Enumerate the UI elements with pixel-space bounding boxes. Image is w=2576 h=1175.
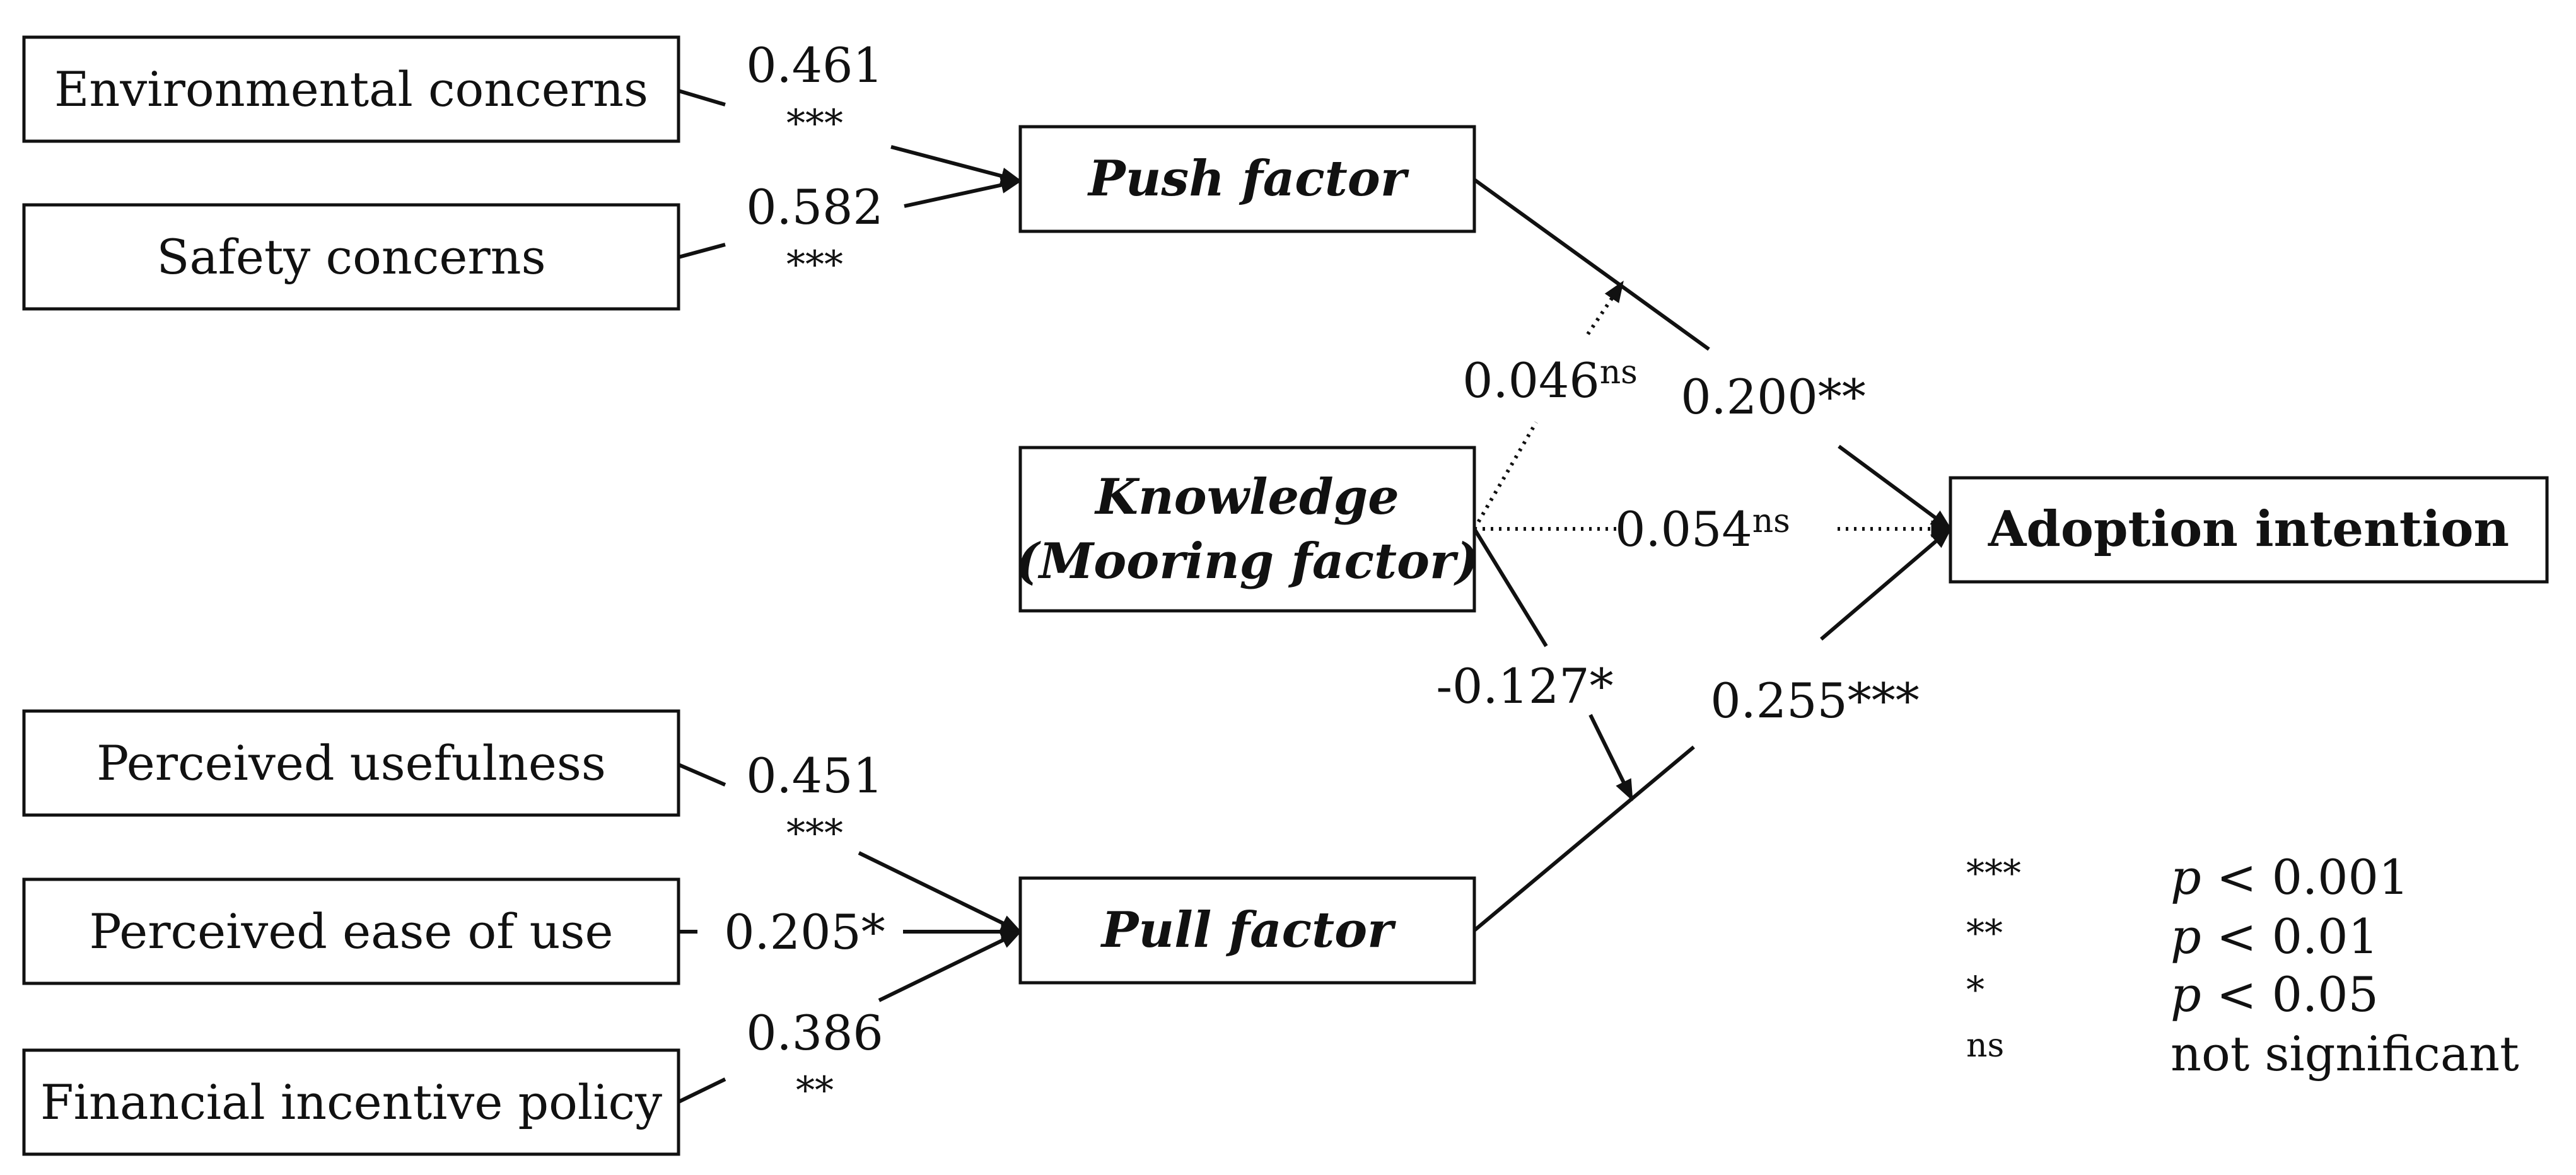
significance-legend: *** p < 0.001 ** p < 0.01 * p < 0.05 ns …	[1966, 849, 2519, 1082]
edge-useful-to-pull	[677, 763, 1023, 934]
node-environmental-concerns: Environmental concerns	[22, 35, 680, 143]
legend-symbol-3: *	[1966, 968, 1984, 1011]
node-adoption-intention-label: Adoption intention	[1988, 501, 2509, 558]
node-perceived-usefulness: Perceived usefulness	[22, 709, 680, 817]
legend-symbol-2: **	[1966, 912, 2003, 954]
coef-finance-pull: 0.386	[746, 1005, 883, 1061]
node-knowledge: Knowledge (Mooring factor)	[1016, 446, 1479, 613]
edge-pull-to-adoption	[1473, 527, 1952, 932]
node-knowledge-label-line1: Knowledge	[1094, 468, 1399, 526]
legend-meaning-1: p < 0.001	[2171, 849, 2409, 905]
node-financial-incentive-policy: Financial incentive policy	[22, 1048, 680, 1156]
node-environmental-concerns-label: Environmental concerns	[54, 61, 648, 117]
node-safety-concerns: Safety concerns	[22, 203, 680, 311]
node-financial-incentive-policy-label: Financial incentive policy	[40, 1074, 662, 1130]
edge-knowledge-to-push-path	[1472, 281, 1624, 530]
legend-symbol-4: ns	[1966, 1027, 2004, 1065]
node-pull-factor-label: Pull factor	[1100, 901, 1396, 959]
coef-safety-push: 0.582	[746, 179, 883, 235]
legend-meaning-2: p < 0.01	[2171, 908, 2379, 964]
sig-finance-pull: **	[796, 1068, 834, 1113]
coef-push-adoption: 0.200**	[1681, 369, 1866, 425]
coef-knowledge-push: 0.046ns	[1462, 352, 1638, 408]
edge-env-to-push	[678, 89, 1023, 185]
sig-useful-pull: ***	[786, 811, 843, 855]
edge-push-to-adoption	[1473, 178, 1952, 531]
coef-knowledge-adoption: 0.054ns	[1615, 501, 1790, 557]
legend-symbol-1: ***	[1966, 852, 2021, 894]
sig-safety-push: ***	[786, 243, 843, 287]
node-safety-concerns-label: Safety concerns	[156, 229, 545, 285]
edge-safety-to-push	[678, 177, 1023, 259]
coef-useful-pull: 0.451	[746, 748, 883, 804]
node-pull-factor: Pull factor	[1018, 876, 1476, 985]
coef-ease-pull: 0.205*	[724, 904, 885, 960]
node-perceived-ease-of-use: Perceived ease of use	[22, 877, 680, 985]
sig-env-push: ***	[786, 101, 843, 146]
legend-meaning-4: not significant	[2171, 1026, 2519, 1082]
legend-meaning-3: p < 0.05	[2171, 966, 2379, 1022]
node-adoption-intention: Adoption intention	[1949, 476, 2549, 584]
node-perceived-ease-of-use-label: Perceived ease of use	[90, 903, 614, 959]
node-knowledge-label-line2: (Mooring factor)	[1016, 533, 1479, 590]
coef-pull-adoption: 0.255***	[1710, 673, 1920, 729]
coef-env-push: 0.461	[746, 37, 883, 93]
node-perceived-usefulness-label: Perceived usefulness	[96, 735, 606, 791]
edge-finance-to-pull	[677, 930, 1023, 1104]
node-push-factor: Push factor	[1018, 125, 1476, 233]
coef-knowledge-pull: -0.127*	[1436, 658, 1613, 714]
edge-knowledge-to-pull-path	[1472, 528, 1634, 802]
node-push-factor-label: Push factor	[1087, 150, 1409, 207]
